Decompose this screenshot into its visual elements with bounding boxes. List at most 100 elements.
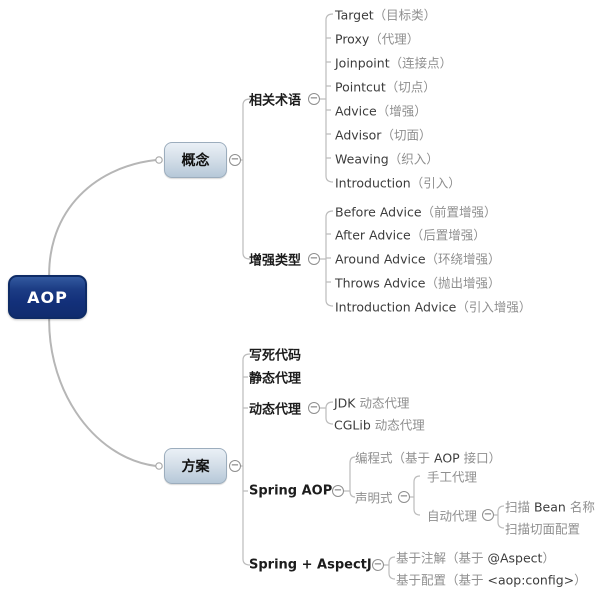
branch-node-concept[interactable]: 概念 — [164, 142, 227, 178]
root-node-aop[interactable]: AOP — [8, 275, 87, 319]
topic-label-en: @Aspect — [487, 550, 543, 566]
topic-label-zh: （引入） — [410, 175, 461, 191]
topic-related-terms[interactable]: 相关术语 — [249, 93, 302, 109]
topic-label-zh: （引入增强） — [456, 299, 532, 315]
curve-root-to-solution — [48, 302, 157, 467]
topic-label-en: Target — [335, 7, 374, 23]
topic-label-en: JDK — [334, 395, 360, 411]
root-node-label: AOP — [27, 287, 68, 307]
topic-pointcut[interactable]: Pointcut（切点） — [335, 77, 436, 96]
bracket-aspectj-children — [384, 556, 396, 580]
topic-target[interactable]: Target（目标类） — [335, 5, 436, 24]
topic-label-zh: 动态代理 — [374, 417, 425, 433]
collapse-toggle-terms[interactable]: − — [308, 93, 320, 105]
bracket-spring-aop-children — [344, 456, 356, 498]
topic-label-zh: （环绕增强） — [425, 251, 501, 267]
topic-advice-types[interactable]: 增强类型 — [249, 253, 302, 269]
connector-dot-solution — [155, 462, 163, 470]
topic-label-zh: 基于配置（基于 — [396, 572, 488, 588]
topic-label-zh: （后置增强） — [410, 227, 486, 243]
topic-before-advice[interactable]: Before Advice（前置增强） — [335, 202, 497, 221]
topic-label-en: Proxy — [335, 31, 370, 47]
topic-manual-proxy[interactable]: 手工代理 — [427, 467, 477, 486]
topic-auto-proxy[interactable]: 自动代理 — [427, 506, 477, 525]
topic-label-zh: （切点） — [385, 79, 436, 95]
topic-label-en: Introduction — [335, 175, 411, 191]
topic-spring-aop[interactable]: Spring AOP — [249, 483, 333, 499]
topic-label-zh: 声明式 — [355, 490, 393, 506]
topic-introduction[interactable]: Introduction（引入） — [335, 173, 461, 192]
topic-advisor[interactable]: Advisor（切面） — [335, 125, 431, 144]
collapse-toggle-solution[interactable]: − — [229, 460, 241, 472]
topic-spring-aspectj[interactable]: Spring + AspectJ — [249, 557, 372, 573]
collapse-toggle-declarative[interactable]: − — [398, 491, 410, 503]
topic-joinpoint[interactable]: Joinpoint（连接点） — [335, 53, 452, 72]
bracket-auto-proxy-children — [494, 505, 505, 529]
collapse-toggle-advice-types[interactable]: − — [308, 253, 320, 265]
topic-label-zh: 手工代理 — [427, 469, 478, 485]
branch-node-label: 概念 — [181, 153, 210, 169]
collapse-toggle-dynamic-proxy[interactable]: − — [308, 402, 320, 414]
topic-label-zh: ） — [574, 572, 587, 588]
topic-label-en: Advisor — [335, 127, 382, 143]
topic-label-en: Bean — [533, 499, 566, 515]
topic-after-advice[interactable]: After Advice（后置增强） — [335, 225, 486, 244]
topic-label-zh: 扫描切面配置 — [505, 521, 581, 537]
topic-scan-bean-name[interactable]: 扫描 Bean 名称 — [505, 497, 595, 516]
topic-label-zh: 编程式（基于 — [355, 450, 434, 466]
topic-by-config[interactable]: 基于配置（基于 <aop:config>） — [396, 570, 587, 589]
topic-label-en: Before Advice — [335, 204, 422, 220]
bracket-declarative-children — [410, 475, 421, 516]
topic-label-zh: （抛出增强） — [425, 275, 501, 291]
bracket-advice-children — [319, 210, 334, 307]
topic-hardcoded[interactable]: 写死代码 — [249, 348, 302, 364]
bracket-solution-children — [241, 353, 251, 566]
topic-label-en: Joinpoint — [335, 55, 390, 71]
topic-label-zh: （增强） — [376, 103, 427, 119]
collapse-toggle-spring-aop[interactable]: − — [332, 485, 344, 497]
topic-label-en: <aop:config> — [487, 572, 575, 588]
topic-label-zh: （连接点） — [389, 55, 453, 71]
topic-label-zh: ） — [542, 550, 555, 566]
topic-introduction-advice[interactable]: Introduction Advice（引入增强） — [335, 297, 531, 316]
topic-by-annotation[interactable]: 基于注解（基于 @Aspect） — [396, 548, 555, 567]
topic-declarative[interactable]: 声明式 — [355, 488, 393, 507]
topic-label-zh: 基于注解（基于 — [396, 550, 488, 566]
topic-label-zh: （前置增强） — [421, 204, 497, 220]
topic-label-zh: （代理） — [369, 31, 420, 47]
topic-label-en: Around Advice — [335, 251, 426, 267]
bracket-concept-children — [241, 98, 251, 260]
topic-scan-aspect-config[interactable]: 扫描切面配置 — [505, 519, 580, 538]
topic-advice[interactable]: Advice（增强） — [335, 101, 427, 120]
connector-dot-concept — [155, 156, 163, 164]
curve-root-to-concept — [48, 159, 157, 291]
topic-label-zh: 动态代理 — [359, 395, 410, 411]
collapse-toggle-concept[interactable]: − — [229, 154, 241, 166]
topic-weaving[interactable]: Weaving（织入） — [335, 149, 439, 168]
topic-label-zh: 名称 — [565, 499, 595, 515]
collapse-toggle-aspectj[interactable]: − — [372, 559, 384, 571]
topic-static-proxy[interactable]: 静态代理 — [249, 371, 302, 387]
topic-jdk-dynamic-proxy[interactable]: JDK 动态代理 — [334, 393, 410, 412]
topic-label-zh: （织入） — [388, 151, 439, 167]
topic-label-zh: 自动代理 — [427, 508, 478, 524]
topic-label-en: Throws Advice — [335, 275, 426, 291]
topic-cglib-dynamic-proxy[interactable]: CGLib 动态代理 — [334, 415, 425, 434]
topic-label-en: CGLib — [334, 417, 375, 433]
branch-node-solution[interactable]: 方案 — [164, 448, 227, 484]
topic-around-advice[interactable]: Around Advice（环绕增强） — [335, 249, 501, 268]
bracket-terms-children — [319, 13, 334, 183]
topic-programmatic[interactable]: 编程式（基于 AOP 接口） — [355, 448, 501, 467]
topic-label-en: Pointcut — [335, 79, 386, 95]
topic-label-zh: （目标类） — [373, 7, 437, 23]
collapse-toggle-auto-proxy[interactable]: − — [482, 509, 494, 521]
topic-label-zh: （切面） — [381, 127, 432, 143]
topic-proxy[interactable]: Proxy（代理） — [335, 29, 419, 48]
topic-label-en: After Advice — [335, 227, 411, 243]
topic-label-en: Advice — [335, 103, 377, 119]
topic-dynamic-proxy[interactable]: 动态代理 — [249, 402, 302, 418]
topic-label-en: Introduction Advice — [335, 299, 457, 315]
branch-node-label: 方案 — [181, 459, 210, 475]
topic-throws-advice[interactable]: Throws Advice（抛出增强） — [335, 273, 501, 292]
